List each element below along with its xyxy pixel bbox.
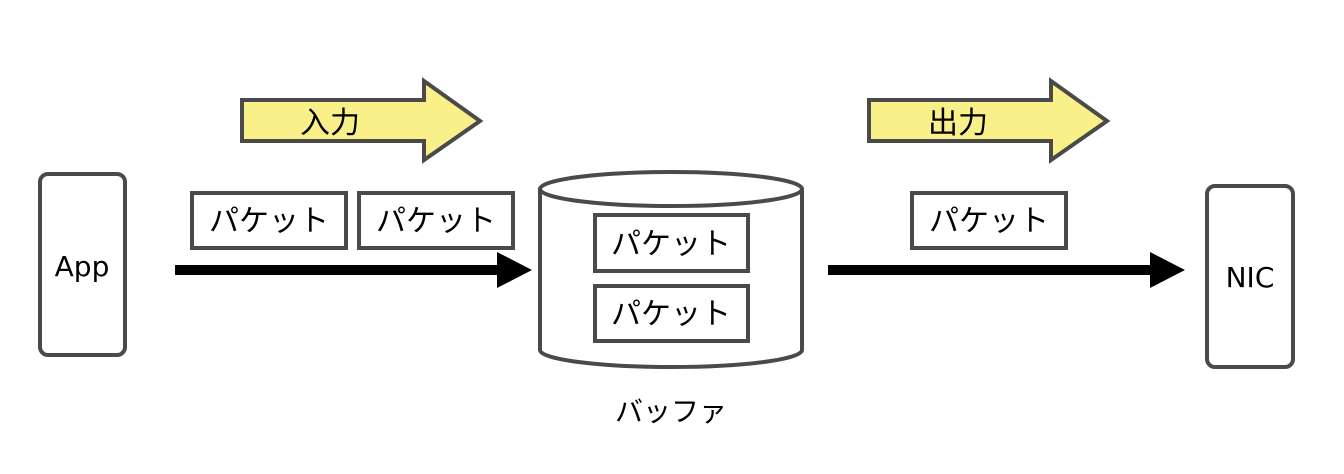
input-arrow-shape bbox=[240, 77, 484, 164]
outgoing-packet-box bbox=[910, 191, 1068, 250]
buffered-packet-label: パケット bbox=[611, 227, 731, 262]
buffered-packet-label: パケット bbox=[611, 297, 731, 332]
output-arrow: 出力 bbox=[867, 77, 1111, 164]
flow-arrow-app-to-buffer bbox=[175, 252, 532, 288]
buffered-packet-box bbox=[593, 284, 750, 343]
buffered-packet: パケット bbox=[593, 284, 750, 343]
buffer-top bbox=[538, 170, 804, 208]
buffered-packet: パケット bbox=[593, 213, 750, 273]
output-arrow-shape bbox=[867, 77, 1111, 164]
flow-arrowhead bbox=[1150, 252, 1185, 288]
app-node: App bbox=[38, 172, 127, 357]
nic-node: NIC bbox=[1205, 184, 1295, 369]
incoming-packet: パケット bbox=[190, 191, 348, 250]
incoming-packet: パケット bbox=[357, 191, 515, 250]
outgoing-packet: パケット bbox=[910, 191, 1068, 250]
incoming-packet-label: パケット bbox=[209, 204, 329, 239]
input-arrow-label: 入力 bbox=[300, 106, 360, 141]
outgoing-packet-label: パケット bbox=[929, 204, 1049, 239]
buffer-label: バッファ bbox=[615, 395, 727, 428]
incoming-packet-box bbox=[190, 191, 348, 250]
app-label: App bbox=[55, 250, 110, 283]
app-box bbox=[38, 172, 127, 357]
output-arrow-label: 出力 bbox=[928, 106, 988, 141]
flow-arrow-buffer-to-nic bbox=[828, 252, 1185, 288]
nic-label: NIC bbox=[1226, 261, 1275, 294]
buffered-packet-box bbox=[593, 213, 750, 273]
incoming-packet-label: パケット bbox=[376, 204, 496, 239]
incoming-packet-box bbox=[357, 191, 515, 250]
nic-box bbox=[1205, 184, 1295, 369]
flow-arrowhead bbox=[497, 252, 532, 288]
input-arrow: 入力 bbox=[240, 77, 484, 164]
